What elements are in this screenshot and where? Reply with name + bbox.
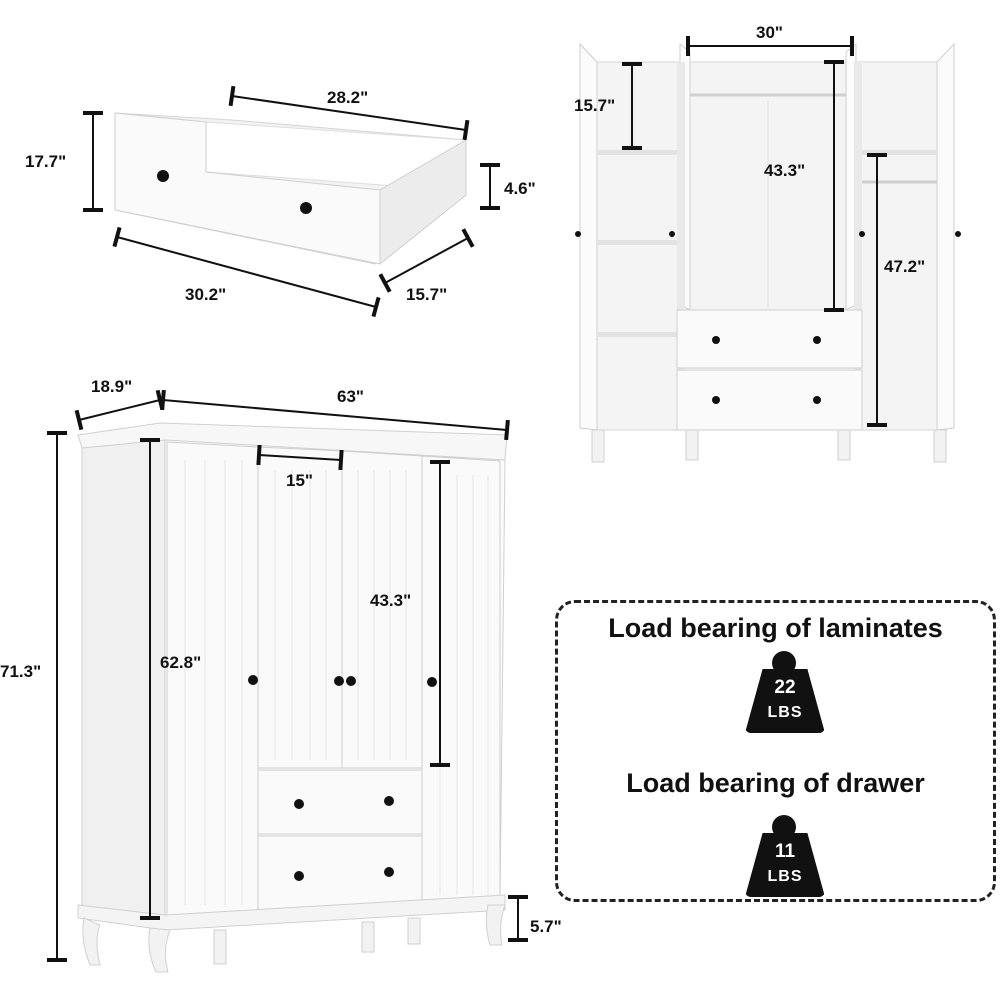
drawer-knob-icon bbox=[157, 170, 169, 182]
drawer-outer-width-label: 30.2" bbox=[185, 285, 226, 304]
door-knob-icon bbox=[669, 231, 675, 237]
drawer-load-value: 11 bbox=[774, 841, 796, 862]
drawer-knob-icon bbox=[712, 396, 720, 404]
total-height-label: 71.3" bbox=[0, 662, 41, 681]
drawer-knob-icon bbox=[712, 336, 720, 344]
door-knob-icon bbox=[955, 231, 961, 237]
drawer-knob-icon bbox=[384, 867, 394, 877]
side-door-height-label: 62.8" bbox=[160, 653, 201, 672]
laminates-load-title: Load bearing of laminates bbox=[608, 613, 943, 643]
leg-height-label: 5.7" bbox=[530, 917, 562, 936]
interior-dimension-lines bbox=[622, 36, 887, 427]
weight-icon: 22 LBS bbox=[745, 651, 825, 741]
drawer-depth-label: 15.7" bbox=[406, 285, 447, 304]
drawer-knob-icon bbox=[813, 336, 821, 344]
drawer-knob-icon bbox=[294, 799, 304, 809]
wardrobe-width-label: 63" bbox=[337, 387, 364, 406]
laminates-load-value: 22 bbox=[774, 677, 796, 698]
door-knob-icon bbox=[859, 231, 865, 237]
door-knob-icon bbox=[575, 231, 581, 237]
drawer-inner-width-label: 28.2" bbox=[327, 88, 368, 107]
drawer-knob-icon bbox=[813, 396, 821, 404]
laminates-load-unit: LBS bbox=[767, 704, 803, 721]
center-door-width-label: 15" bbox=[286, 471, 313, 490]
closed-wardrobe-illustration bbox=[77, 422, 508, 973]
drawer-illustration bbox=[114, 112, 467, 266]
center-door-height-label: 43.3" bbox=[370, 591, 411, 610]
drawer-knob-icon bbox=[294, 871, 304, 881]
drawer-height-label: 17.7" bbox=[25, 152, 66, 171]
drawer-knob-icon bbox=[300, 202, 312, 214]
drawer-load-title: Load bearing of drawer bbox=[626, 768, 925, 798]
hanging-height-center-label: 43.3" bbox=[764, 161, 805, 180]
drawer-dimension-lines bbox=[83, 85, 500, 318]
door-knob-icon bbox=[248, 675, 258, 685]
drawer-load-unit: LBS bbox=[767, 868, 803, 885]
door-knob-icon bbox=[346, 676, 356, 686]
weight-icon: 11 LBS bbox=[745, 815, 825, 905]
wardrobe-dimension-lines bbox=[47, 389, 528, 962]
shelf-height-label: 15.7" bbox=[574, 96, 615, 115]
load-bearing-panel: Load bearing of laminates 22 LBS Load be… bbox=[555, 600, 996, 902]
drawer-knob-icon bbox=[384, 796, 394, 806]
wardrobe-depth-label: 18.9" bbox=[91, 377, 132, 396]
hanging-height-right-label: 47.2" bbox=[884, 257, 925, 276]
center-width-label: 30" bbox=[756, 23, 783, 42]
door-knob-icon bbox=[334, 676, 344, 686]
drawer-side-height-label: 4.6" bbox=[504, 179, 536, 198]
door-knob-icon bbox=[427, 677, 437, 687]
